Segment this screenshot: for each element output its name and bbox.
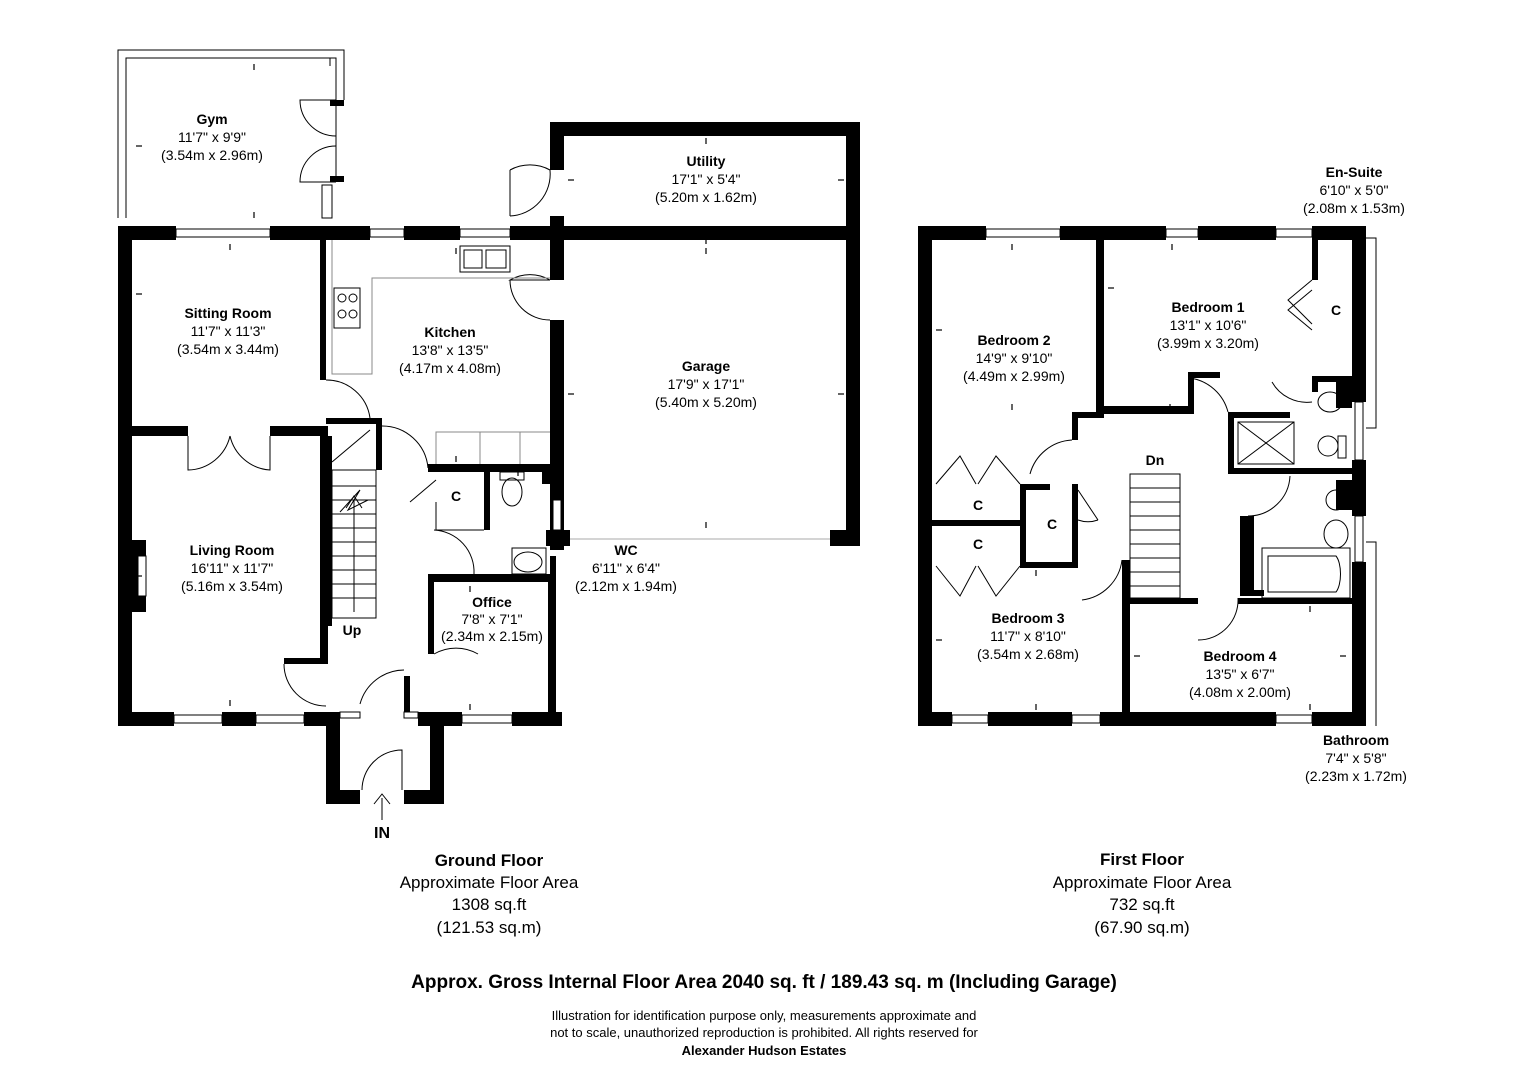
first-cupboard-label-3: C (1047, 516, 1057, 532)
kitchen-imperial: 13'8" x 13'5" (412, 342, 489, 358)
disclaimer-line-1: Illustration for identification purpose … (552, 1008, 977, 1023)
ground-floor-title: Ground Floor (435, 851, 544, 870)
bedroom-3-metric: (3.54m x 2.68m) (977, 646, 1079, 662)
bedroom-1-imperial: 13'1" x 10'6" (1170, 317, 1247, 333)
wc-metric: (2.12m x 1.94m) (575, 578, 677, 594)
en-suite-metric: (2.08m x 1.53m) (1303, 200, 1405, 216)
first-floor-walls (918, 226, 1366, 726)
bathroom-imperial: 7'4" x 5'8" (1325, 750, 1386, 766)
first-cupboard-label-4: C (973, 536, 983, 552)
garage-metric: (5.40m x 5.20m) (655, 394, 757, 410)
agent-name: Alexander Hudson Estates (682, 1043, 847, 1058)
first-floor-sqm: (67.90 sq.m) (1094, 918, 1189, 937)
kitchen-fittings (331, 240, 550, 464)
first-cupboard-label-1: C (1331, 302, 1341, 318)
bedroom-3-imperial: 11'7" x 8'10" (990, 628, 1066, 644)
gross-area-text: Approx. Gross Internal Floor Area 2040 s… (411, 972, 1117, 993)
office-metric: (2.34m x 2.15m) (441, 628, 543, 644)
ground-floor-sqm: (121.53 sq.m) (437, 918, 542, 937)
gym-imperial: 11'7" x 9'9" (178, 129, 246, 145)
first-floor-sqft: 732 sq.ft (1109, 895, 1174, 914)
utility-metric: (5.20m x 1.62m) (655, 189, 757, 205)
ground-floor-doors (187, 164, 551, 791)
garage-imperial: 17'9" x 17'1" (668, 376, 745, 392)
gym-metric: (3.54m x 2.96m) (161, 147, 263, 163)
entrance-label: IN (374, 825, 390, 842)
first-floor-stairs (1129, 473, 1181, 599)
ground-floor-plan (117, 49, 860, 820)
wc-fittings (499, 471, 547, 575)
first-cupboard-label-2: C (973, 497, 983, 513)
office-imperial: 7'8" x 7'1" (461, 611, 522, 627)
bedroom-1-label: Bedroom 1 (1171, 299, 1244, 315)
bathroom-metric: (2.23m x 1.72m) (1305, 768, 1407, 784)
first-floor-subtitle: Approximate Floor Area (1053, 873, 1232, 892)
stairs-up-label: Up (343, 622, 362, 638)
stairs-down-label: Dn (1146, 452, 1165, 468)
first-floor-dimension-ticks (936, 244, 1346, 710)
ground-cupboard-label: C (451, 488, 461, 504)
first-floor-plan (918, 226, 1377, 726)
garage-label: Garage (682, 358, 730, 374)
office-label: Office (472, 594, 512, 610)
bedroom-2-label: Bedroom 2 (977, 332, 1050, 348)
first-floor-bathroom-fittings (1237, 391, 1351, 599)
kitchen-label: Kitchen (424, 324, 475, 340)
living-room-imperial: 16'11" x 11'7" (191, 560, 274, 576)
ground-floor-stairs (331, 469, 377, 619)
entrance-arrow-icon (373, 793, 391, 820)
bedroom-4-label: Bedroom 4 (1203, 648, 1276, 664)
kitchen-metric: (4.17m x 4.08m) (399, 360, 501, 376)
gym-outline (117, 49, 345, 219)
utility-label: Utility (687, 153, 726, 169)
en-suite-label: En-Suite (1326, 164, 1383, 180)
bedroom-4-imperial: 13'5" x 6'7" (1206, 666, 1275, 682)
gym-label: Gym (196, 111, 227, 127)
disclaimer-line-2: not to scale, unauthorized reproduction … (550, 1025, 978, 1040)
utility-imperial: 17'1" x 5'4" (672, 171, 741, 187)
living-room-metric: (5.16m x 3.54m) (181, 578, 283, 594)
ground-floor-windows (137, 228, 562, 724)
first-floor-windows (951, 228, 1377, 726)
bathroom-label: Bathroom (1323, 732, 1389, 748)
wc-label: WC (614, 542, 637, 558)
bedroom-3-label: Bedroom 3 (991, 610, 1064, 626)
first-floor-title: First Floor (1100, 850, 1184, 869)
ground-floor-dimension-ticks (136, 64, 844, 710)
first-floor-doors (935, 279, 1313, 641)
ground-floor-subtitle: Approximate Floor Area (400, 873, 579, 892)
sitting-room-imperial: 11'7" x 11'3" (191, 323, 266, 339)
wc-imperial: 6'11" x 6'4" (592, 560, 660, 576)
bedroom-2-metric: (4.49m x 2.99m) (963, 368, 1065, 384)
bedroom-1-metric: (3.99m x 3.20m) (1157, 335, 1259, 351)
living-room-label: Living Room (190, 542, 275, 558)
bedroom-4-metric: (4.08m x 2.00m) (1189, 684, 1291, 700)
en-suite-imperial: 6'10" x 5'0" (1320, 182, 1389, 198)
sitting-room-label: Sitting Room (184, 305, 271, 321)
ground-floor-walls (118, 122, 860, 804)
bedroom-2-imperial: 14'9" x 9'10" (976, 350, 1053, 366)
sitting-room-metric: (3.54m x 3.44m) (177, 341, 279, 357)
ground-floor-sqft: 1308 sq.ft (452, 895, 527, 914)
